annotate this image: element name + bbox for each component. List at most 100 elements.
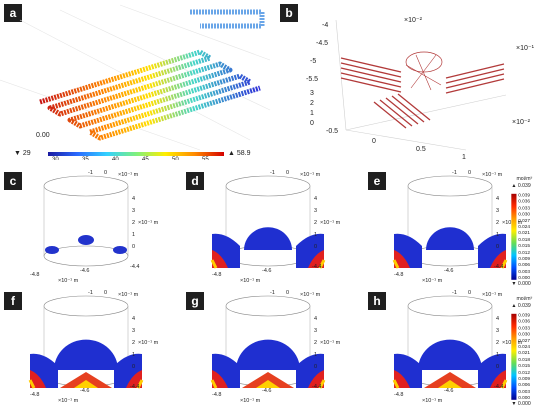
y-tick: 0 (372, 138, 376, 145)
colorbar-strip (511, 313, 517, 400)
y-tick: 0.5 (416, 146, 426, 153)
x-tick: -4.6 (80, 388, 90, 394)
x-tick: -4.8 (394, 272, 404, 278)
z-tick: 0 (310, 120, 314, 127)
top-tick: -1 (270, 170, 275, 176)
serpentine-heater-plot (0, 4, 271, 151)
panel-g-label: g (186, 292, 204, 310)
z-tick: -5.5 (306, 76, 319, 83)
diffusion-plot-h (392, 295, 508, 389)
colorbar-tick: 50 (172, 157, 179, 160)
colorbar-tick: 35 (82, 157, 89, 160)
x-tick: -4.6 (444, 388, 454, 394)
colorbar-tick: 0.006 (518, 382, 531, 389)
x-exp: ×10⁻¹ m (58, 398, 79, 404)
x-tick: -4.6 (262, 268, 272, 274)
x-tick: -4.4 (130, 384, 140, 390)
x-tick: -4.8 (212, 272, 222, 278)
z-exp: ×10⁻¹ m (320, 220, 341, 226)
x-tick: -4.4 (494, 384, 504, 390)
z-exp: ×10⁻¹ m (320, 340, 341, 346)
panel-a-label: a (4, 4, 22, 22)
colorbar-tick: 55 (202, 157, 209, 160)
z-tick: 1 (496, 232, 500, 238)
z-tick: 0 (314, 244, 318, 250)
colorbar-tick: 0.033 (518, 205, 531, 211)
z-tick: 2 (314, 220, 318, 226)
top-tick: 0 (104, 290, 108, 296)
colorbar-tick: 0.015 (518, 243, 531, 250)
y-tick: -0.5 (326, 128, 339, 135)
x-tick: -4.6 (80, 268, 90, 274)
diffusion-plot-e (392, 175, 508, 269)
x-tick: -4.8 (30, 272, 40, 278)
colorbar-min: ▼ 0.000 (511, 281, 531, 286)
colorbar-max: ▲ 58.9 (228, 150, 251, 157)
colorbar-min: ▼ 29 (14, 150, 31, 157)
colorbar-min: ▼ 0.000 (511, 401, 531, 406)
top-exp: ×10⁻¹ m (482, 292, 503, 298)
x-exp: ×10⁻¹ m (240, 278, 261, 284)
colorbar-tick: 40 (112, 157, 119, 160)
colorbar-strip (511, 193, 517, 280)
colorbar-tick: 0.018 (518, 237, 531, 243)
z-tick: 3 (496, 328, 500, 334)
colorbar-tick: 0.039 (518, 312, 531, 319)
panel-f-label: f (4, 292, 22, 310)
x-exp: ×10⁻¹ m (58, 278, 79, 284)
top-tick: -1 (270, 290, 275, 296)
z-tick: 2 (496, 220, 500, 226)
colorbar-tick: 0.030 (518, 332, 531, 338)
top-tick: 0 (468, 290, 472, 296)
x-tick: -4.4 (312, 264, 322, 270)
colorbar-tick: 0.033 (518, 325, 531, 331)
colorbar-tick: 0.036 (518, 319, 531, 325)
temperature-colorbar (48, 152, 224, 156)
x-tick: -4.8 (212, 392, 222, 398)
z-tick: 0 (132, 244, 136, 250)
x-exp: ×10⁻¹ m (240, 398, 261, 404)
colorbar-max: ▲ 0.039 (511, 303, 531, 309)
panel-a: a 0.00 ▼ 29 ▲ 58.9 30 35 40 45 50 55 (0, 0, 276, 160)
z-tick: 3 (496, 208, 500, 214)
exp-label: ×10⁻¹ (516, 45, 534, 52)
origin-label: 0.00 (36, 132, 50, 139)
z-tick: 1 (132, 232, 136, 238)
top-exp: ×10⁻¹ m (118, 292, 139, 298)
z-tick: 4 (496, 316, 500, 322)
top-exp: ×10⁻¹ m (300, 292, 321, 298)
x-tick: -4.4 (130, 264, 140, 270)
x-exp: ×10⁻¹ m (422, 398, 443, 404)
colorbar-tick: 0.009 (518, 256, 531, 262)
z-tick: 3 (132, 208, 136, 214)
colorbar-tick: 0.012 (518, 370, 531, 376)
z-tick: 3 (310, 90, 314, 97)
z-tick: 1 (496, 352, 500, 358)
top-tick: 0 (104, 170, 108, 176)
top-tick: 0 (286, 170, 290, 176)
colorbar-tick: 0.036 (518, 199, 531, 205)
z-tick: 4 (314, 316, 318, 322)
colorbar-tick: 0.000 (518, 395, 531, 401)
colorbar-tick: 0.021 (518, 351, 531, 357)
z-tick: 1 (132, 352, 136, 358)
top-exp: ×10⁻¹ m (300, 172, 321, 178)
x-tick: -4.8 (30, 392, 40, 398)
panel-e-label: e (368, 172, 386, 190)
colorbar-tick: 0.003 (518, 389, 531, 395)
z-tick: 0 (496, 244, 500, 250)
z-tick: 3 (314, 328, 318, 334)
z-tick: 4 (496, 196, 500, 202)
top-tick: 0 (468, 170, 472, 176)
z-tick: 1 (314, 352, 318, 358)
z-tick: 2 (132, 340, 136, 346)
z-tick: 2 (496, 340, 500, 346)
z-tick: -4.5 (316, 40, 329, 47)
